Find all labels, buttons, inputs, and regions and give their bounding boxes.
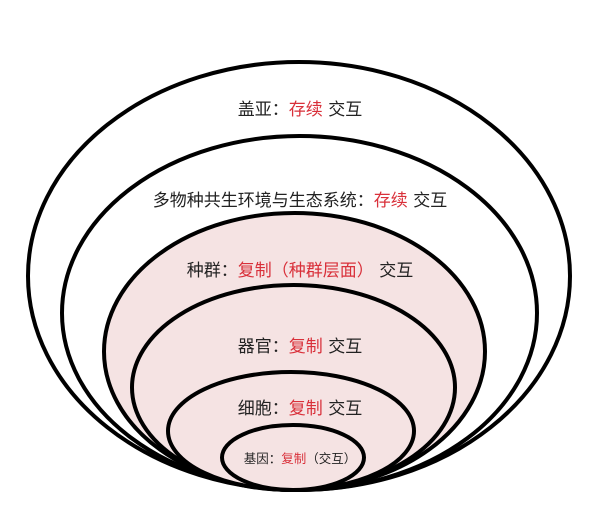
label-cell: 细胞：复制 交互 — [0, 394, 600, 419]
separator: ： — [271, 100, 289, 120]
suffix-term: （交互） — [306, 451, 357, 466]
separator: ： — [268, 451, 282, 466]
separator: ： — [271, 399, 289, 419]
label-gene: 基因：复制（交互） — [0, 448, 600, 467]
label-population: 种群：复制（种群层面） 交互 — [0, 256, 600, 281]
layer-name: 器官 — [237, 337, 272, 357]
suffix-term: 交互 — [407, 191, 448, 211]
separator: ： — [356, 191, 374, 211]
suffix-term: 交互 — [322, 100, 363, 120]
highlight-term: 复制 — [281, 451, 307, 466]
suffix-term: 交互 — [322, 337, 363, 357]
highlight-term: 复制 — [288, 337, 323, 357]
highlight-term: 复制 — [288, 399, 323, 419]
suffix-term: 交互 — [322, 399, 363, 419]
separator: ： — [271, 337, 289, 357]
suffix-term: 交互 — [373, 261, 414, 281]
layer-name: 种群 — [186, 261, 221, 281]
label-ecosystem: 多物种共生环境与生态系统：存续 交互 — [0, 186, 600, 211]
layer-name: 细胞 — [237, 399, 272, 419]
highlight-term: 复制（种群层面） — [237, 261, 374, 281]
label-organ: 器官：复制 交互 — [0, 332, 600, 357]
layer-name: 基因 — [243, 451, 269, 466]
separator: ： — [220, 261, 238, 281]
label-gaia: 盖亚：存续 交互 — [0, 95, 600, 120]
highlight-term: 存续 — [288, 100, 323, 120]
ellipse-gene — [220, 423, 366, 492]
layer-name: 盖亚 — [237, 100, 272, 120]
highlight-term: 存续 — [373, 191, 408, 211]
layer-name: 多物种共生环境与生态系统 — [152, 191, 357, 211]
